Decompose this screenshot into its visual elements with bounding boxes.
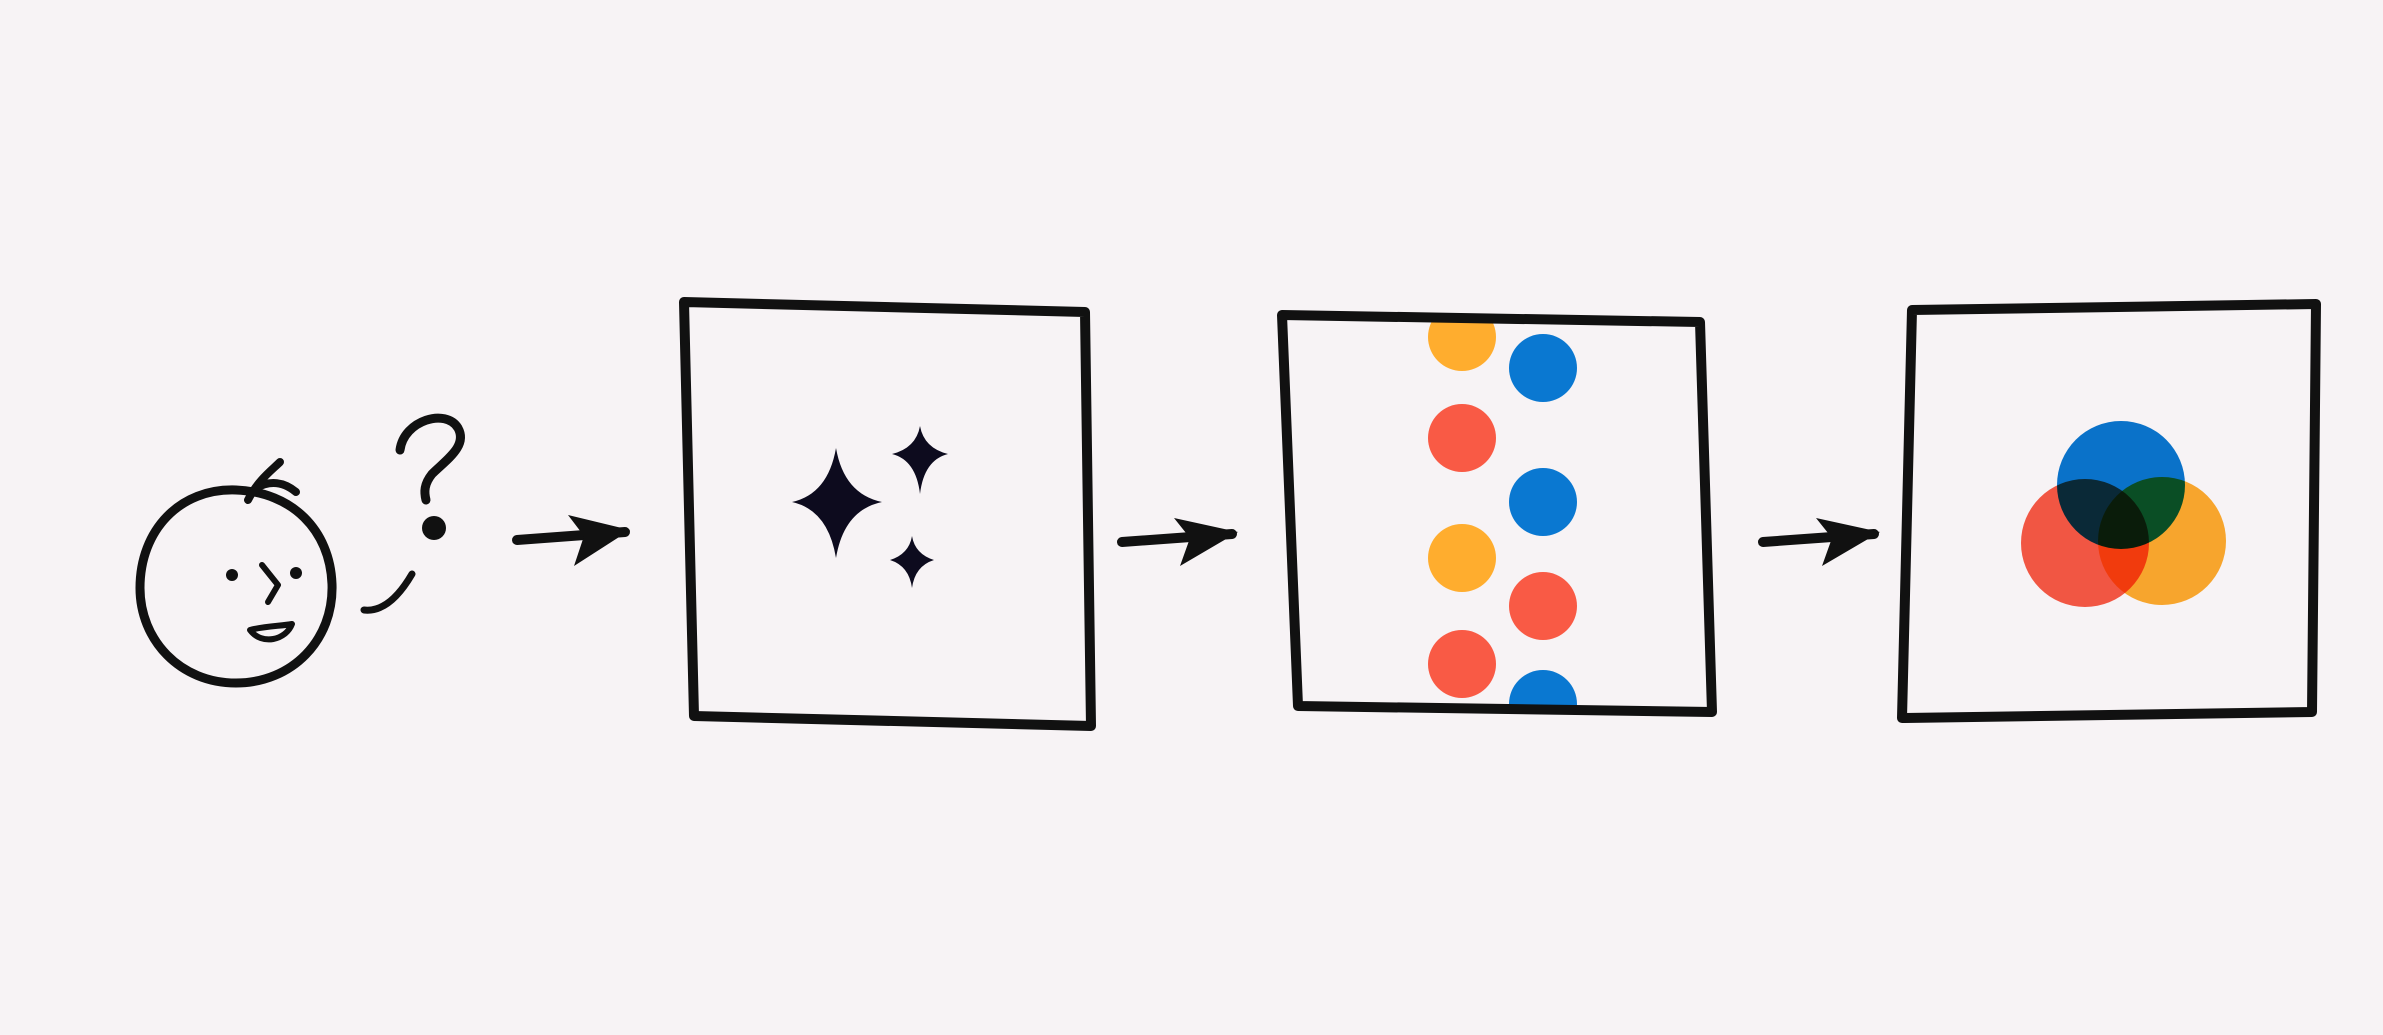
person-face-icon <box>135 458 416 688</box>
blue-dot <box>1509 334 1577 402</box>
dot-grid-icon <box>1428 320 1577 710</box>
red-dot <box>1428 404 1496 472</box>
red-dot <box>1509 572 1577 640</box>
sparkles-icon <box>792 426 948 588</box>
arrow-right-icon <box>512 515 630 566</box>
box-dots <box>1277 310 1717 717</box>
orange-dot <box>1428 524 1496 592</box>
blue-dot <box>1509 670 1577 710</box>
orange-circle <box>2098 477 2226 605</box>
orange-dot <box>1428 320 1496 371</box>
arrow-right-icon <box>1758 518 1880 566</box>
red-dot <box>1428 630 1496 698</box>
question-mark-icon <box>395 413 465 540</box>
box-venn <box>1897 299 2321 723</box>
venn-diagram-icon <box>2021 421 2226 607</box>
arrow-right-icon <box>1117 518 1238 566</box>
blue-dot <box>1509 468 1577 536</box>
box-sparkles <box>679 297 1096 731</box>
